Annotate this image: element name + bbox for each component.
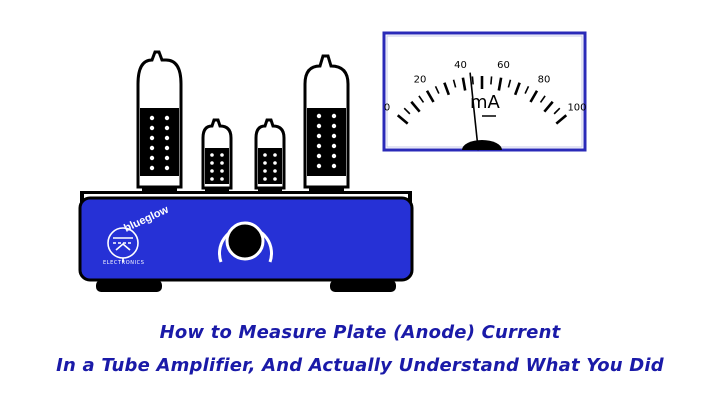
meter-unit: mA [470,92,501,113]
meter-tick [410,100,421,113]
meter-tick [497,77,503,91]
meter-scale-label: 20 [414,75,427,86]
meter-scale-label: 0 [384,102,390,113]
milliammeter: 0 20 40 60 80 100 mA [382,31,587,152]
title-line-2: In a Tube Amplifier, And Actually Unders… [56,355,664,376]
meter-tick [539,95,546,103]
meter-tick [396,114,409,125]
meter-tick [529,90,539,103]
meter-tick [490,76,493,85]
meter-tick [553,107,561,115]
meter-scale-labels: 0 20 40 60 80 100 [384,60,587,113]
meter-tick [403,107,411,115]
vacuum-tube-large-left [136,50,183,192]
vacuum-tube-large-right [303,54,350,192]
meter-tick [524,85,530,94]
meter-scale-label: 80 [538,75,551,86]
vacuum-tube-small-2 [254,118,286,192]
meter-scale-label: 100 [567,102,586,113]
meter-tick [434,85,440,94]
vacuum-tube-small-1 [201,118,233,192]
meter-tick [543,100,554,113]
logo-tube-symbol [107,227,139,262]
meter-tick [443,82,451,96]
meter-tick [452,79,457,88]
meter-tick [461,77,467,91]
volume-knob[interactable] [218,221,273,263]
meter-scale-label: 60 [497,60,510,71]
brand-subtitle: ELECTRONICS [103,260,145,266]
title-line-1: How to Measure Plate (Anode) Current [159,322,561,343]
meter-pivot [462,140,502,150]
meter-needle [469,72,480,151]
meter-scale-ticks [396,76,568,125]
meter-scale-label: 40 [454,60,467,71]
knob-dial[interactable] [225,221,265,261]
meter-tick [425,90,435,103]
meter-tick [471,76,474,85]
meter-tick [513,82,521,96]
meter-tick [507,79,512,88]
meter-tick [555,114,568,125]
meter-tick [418,95,425,103]
